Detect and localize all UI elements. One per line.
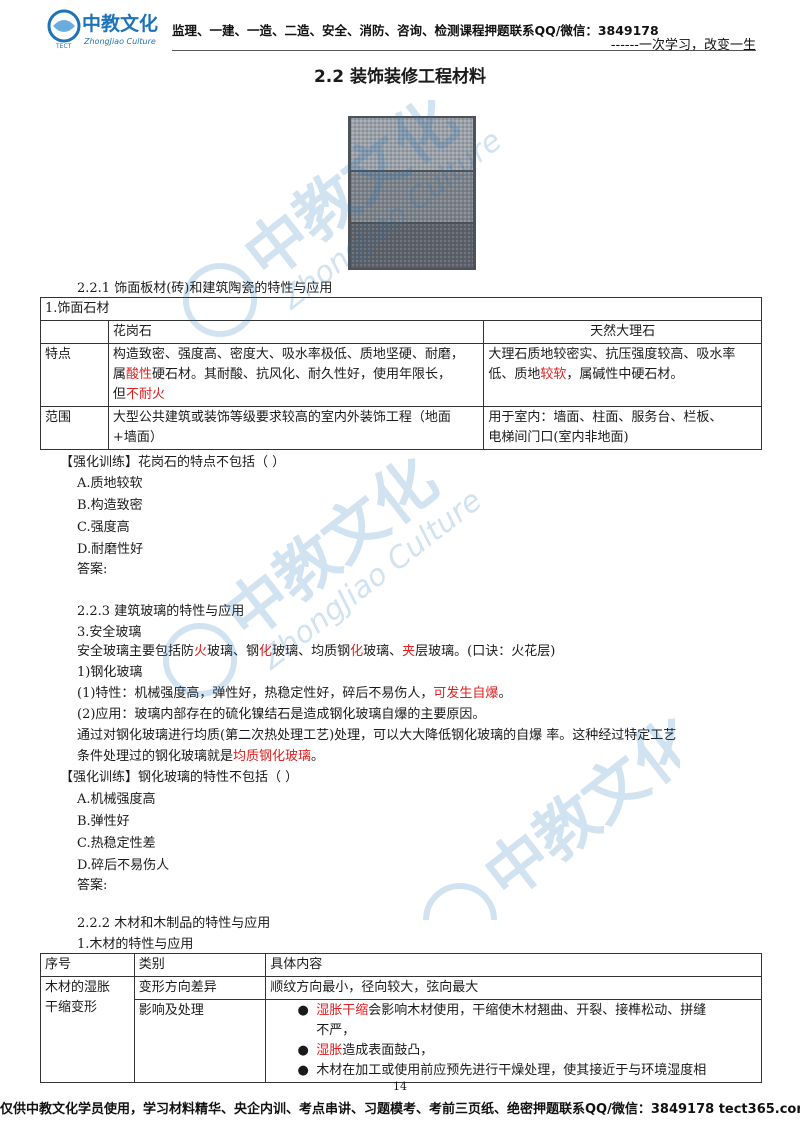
watermark-brand-2: 中教文化: [211, 443, 451, 653]
safety-glass-heading: 3.安全玻璃: [77, 625, 142, 640]
column-header-no: 序号: [40, 953, 135, 977]
granite-scope: 大型公共建筑或装饰等级要求较高的室内外装饰工程（地面 +墙面）: [107, 406, 485, 450]
column-header-marble: 天然大理石: [483, 320, 762, 344]
header-notice: 监理、一建、一造、二造、安全、消防、咨询、检测课程押题联系QQ/微信：38491…: [172, 23, 659, 38]
exercise-1-question: 【强化训练】花岗石的特点不包括（ ）: [60, 455, 286, 470]
column-header-granite: 花岗石: [107, 320, 485, 344]
logo: 中教文化 ZhongJiao Culture TECT: [47, 9, 158, 50]
logo-brand: 中教文化: [82, 12, 158, 35]
bullet-icon: ●: [297, 1063, 309, 1078]
exercise-2-question: 【强化训练】钢化玻璃的特性不包括（ ）: [60, 770, 299, 785]
cell-direction-diff: 变形方向差异: [133, 976, 267, 1000]
marble-scope: 用于室内：墙面、柱面、服务台、栏板、 电梯间门口(室内非地面): [483, 406, 762, 450]
header-divider: [172, 50, 756, 51]
wood-properties-heading: 1.木材的特性与应用: [77, 937, 194, 952]
logo-subtitle: ZhongJiao Culture: [83, 37, 156, 46]
safety-glass-types: 安全玻璃主要包括防火玻璃、钢化玻璃、均质钢化玻璃、夹层玻璃。(口诀：火花层): [77, 644, 556, 659]
bullet-icon: ●: [297, 1003, 309, 1018]
section-heading-2-2-1: 2.2.1 饰面板材(砖)和建筑陶瓷的特性与应用: [77, 281, 333, 296]
column-header-category: 类别: [133, 953, 267, 977]
bullet-icon: ●: [297, 1043, 309, 1058]
page-title: 2.2 装饰装修工程材料: [313, 67, 487, 87]
tempered-glass-properties: (1)特性：机械强度高，弹性好，热稳定性好，碎后不易伤人，可发生自爆。: [77, 686, 512, 701]
section-heading-2-2-2: 2.2.2 木材和木制品的特性与应用: [77, 916, 271, 931]
homogenized-paragraph-2: 条件处理过的钢化玻璃就是均质钢化玻璃。: [77, 749, 325, 764]
page-number: 14: [393, 1080, 407, 1093]
wood-table: 序号 类别 具体内容 木材的湿胀 干缩变形 变形方向差异 顺纹方向最小，径向较大…: [40, 953, 762, 1083]
table-cell-empty: [40, 320, 109, 344]
tempered-glass-application: (2)应用：玻璃内部存在的硫化镍结石是造成钢化玻璃自爆的主要原因。: [77, 707, 486, 722]
exercise-2-option-b: B.弹性好: [77, 814, 130, 829]
exercise-2-answer: 答案:: [77, 878, 108, 893]
cell-impact-content: ●湿胀干缩会影响木材使用，干缩使木材翘曲、开裂、接榫松动、拼缝 不严， ●湿胀造…: [265, 999, 762, 1083]
exercise-1-option-a: A.质地较软: [77, 476, 143, 491]
column-header-content: 具体内容: [265, 953, 762, 977]
granite-features: 构造致密、强度高、密度大、吸水率极低、质地坚硬、耐磨， 属酸性硬石材。其耐酸、抗…: [107, 343, 485, 407]
header-slogan: ------一次学习，改变一生: [610, 38, 756, 53]
row-label-shrink-swell: 木材的湿胀 干缩变形: [40, 976, 135, 1083]
row-header-scope: 范围: [40, 406, 109, 450]
cell-impact-treatment: 影响及处理: [133, 999, 267, 1083]
row-header-features: 特点: [40, 343, 109, 407]
exercise-2-option-d: D.碎后不易伤人: [77, 858, 170, 873]
exercise-2-option-c: C.热稳定性差: [77, 836, 156, 851]
page-footer: 仅供中教文化学员使用，学习材料精华、央企内训、考点串讲、习题模考、考前三页纸、绝…: [0, 1102, 800, 1117]
logo-tect: TECT: [55, 43, 72, 50]
homogenized-paragraph-1: 通过对钢化玻璃进行均质(第二次热处理工艺)处理，可以大大降低钢化玻璃的自爆 率。…: [77, 728, 677, 743]
exercise-1-option-c: C.强度高: [77, 520, 130, 535]
page-header: 中教文化 ZhongJiao Culture TECT 监理、一建、一造、二造、…: [44, 6, 756, 53]
cell-direction-content: 顺纹方向最小，径向较大，弦向最大: [265, 976, 762, 1000]
exercise-2-option-a: A.机械强度高: [77, 792, 156, 807]
tempered-glass-heading: 1)钢化玻璃: [77, 665, 143, 680]
exercise-1-option-d: D.耐磨性好: [77, 542, 144, 557]
exercise-1-answer: 答案:: [77, 562, 108, 577]
stone-tiles-photo: [348, 116, 476, 270]
marble-features: 大理石质地较密实、抗压强度较高、吸水率 低、质地较软，属碱性中硬石材。: [483, 343, 762, 407]
section-heading-2-2-3: 2.2.3 建筑玻璃的特性与应用: [77, 604, 245, 619]
table-title: 1.饰面石材: [40, 297, 762, 321]
exercise-1-option-b: B.构造致密: [77, 498, 143, 513]
stone-table: 1.饰面石材 花岗石 天然大理石 特点 构造致密、强度高、密度大、吸水率极低、质…: [40, 297, 762, 450]
